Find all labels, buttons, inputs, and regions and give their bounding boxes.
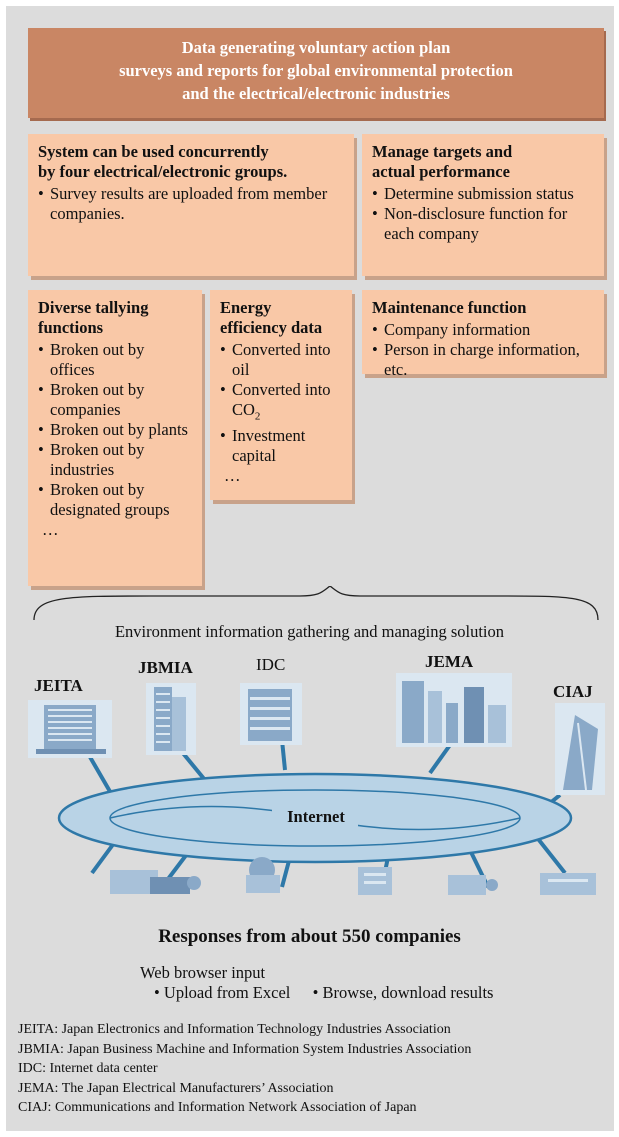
- node-label-jema: JEMA: [425, 652, 474, 671]
- browser-input-block: Web browser input • Upload from Excel • …: [140, 963, 493, 1003]
- option-browse-download: Browse, download results: [322, 983, 494, 1002]
- grouping-brace: [33, 586, 599, 621]
- company-building-icon-4: [448, 875, 498, 895]
- legend-idc: IDC: Internet data center: [18, 1061, 158, 1076]
- maintenance-title: Maintenance function: [372, 298, 527, 317]
- network-diagram: [28, 673, 605, 895]
- energy-ellipsis: …: [224, 466, 241, 486]
- option-upload-excel: Upload from Excel: [163, 983, 291, 1002]
- energy-item-investment: Investment capital: [220, 426, 342, 466]
- browser-input-options: • Upload from Excel • Browse, download r…: [140, 983, 493, 1003]
- connector-company-6: [533, 833, 567, 875]
- energy-item-co2: Converted into CO2: [220, 380, 342, 426]
- node-label-jeita: JEITA: [34, 676, 83, 695]
- ciaj-building-icon: [555, 703, 605, 795]
- tallying-item: Broken out by companies: [38, 380, 192, 420]
- abbreviation-legend: JEITA: Japan Electronics and Information…: [18, 1020, 471, 1118]
- tallying-ellipsis: …: [42, 520, 59, 539]
- energy-item-oil: Converted into oil: [220, 340, 342, 380]
- tallying-item: Broken out by offices: [38, 340, 192, 380]
- targets-item-nondisclosure: Non-disclosure function for each company: [372, 204, 594, 244]
- connector-jbmia: [180, 750, 207, 782]
- title-line-1: Data generating voluntary action plan: [181, 38, 451, 57]
- company-building-icon-2: [246, 857, 280, 893]
- energy-item-co2-text: Converted into CO: [232, 380, 331, 419]
- tallying-item: Broken out by plants: [38, 420, 192, 440]
- concurrent-title-2: by four electrical/electronic groups.: [38, 162, 288, 181]
- idc-building-icon: [240, 683, 302, 745]
- legend-ciaj: CIAJ: Communications and Information Net…: [18, 1100, 417, 1115]
- tallying-item: Broken out by designated groups: [38, 480, 192, 520]
- node-label-idc: IDC: [256, 655, 286, 674]
- energy-title-1: Energy: [220, 298, 272, 317]
- internet-label: Internet: [287, 807, 345, 826]
- jbmia-building-icon: [146, 683, 196, 755]
- jema-building-icon: [396, 673, 512, 747]
- option-bullet: •: [154, 983, 160, 1002]
- company-building-icon-1: [110, 870, 201, 894]
- option-bullet: •: [312, 983, 319, 1002]
- tallying-title-1: Diverse tallying: [38, 298, 149, 317]
- targets-item-submission: Determine submission status: [372, 184, 594, 204]
- targets-title-2: actual performance: [372, 162, 510, 181]
- targets-title-1: Manage targets and: [372, 142, 513, 161]
- company-building-icon-3: [358, 867, 392, 895]
- title-line-3: and the electrical/electronic industries: [182, 84, 450, 103]
- maintenance-box: Maintenance function Company information…: [362, 290, 604, 379]
- title-line-2: surveys and reports for global environme…: [119, 61, 513, 80]
- browser-input-title: Web browser input: [140, 963, 266, 982]
- legend-jema: JEMA: The Japan Electrical Manufacturers…: [18, 1080, 334, 1096]
- maintenance-item: Company information: [372, 320, 594, 340]
- node-label-ciaj: CIAJ: [553, 682, 593, 701]
- energy-title-2: efficiency data: [220, 318, 323, 337]
- tallying-item: Broken out by industries: [38, 440, 192, 480]
- concurrent-item: Survey results are uploaded from member …: [38, 184, 344, 224]
- company-building-icon-5: [540, 873, 596, 895]
- tallying-title-2: functions: [38, 318, 104, 337]
- connector-jeita: [88, 755, 114, 797]
- diagram-title-banner: Data generating voluntary action plan su…: [28, 28, 604, 118]
- legend-jeita: JEITA: Japan Electronics and Information…: [18, 1022, 451, 1037]
- connector-jema: [428, 743, 452, 775]
- responses-label: Responses from about 550 companies: [158, 926, 461, 947]
- legend-jbmia: JBMIA: Japan Business Machine and Inform…: [18, 1041, 472, 1057]
- node-label-jbmia: JBMIA: [138, 658, 193, 677]
- co2-subscript: 2: [254, 410, 261, 423]
- concurrent-title-1: System can be used concurrently: [38, 142, 269, 161]
- internet-label-bg: [272, 807, 358, 829]
- maintenance-item: Person in charge information, etc.: [372, 340, 594, 380]
- jeita-building-icon: [28, 700, 112, 758]
- solution-label: Environment information gathering and ma…: [114, 622, 505, 641]
